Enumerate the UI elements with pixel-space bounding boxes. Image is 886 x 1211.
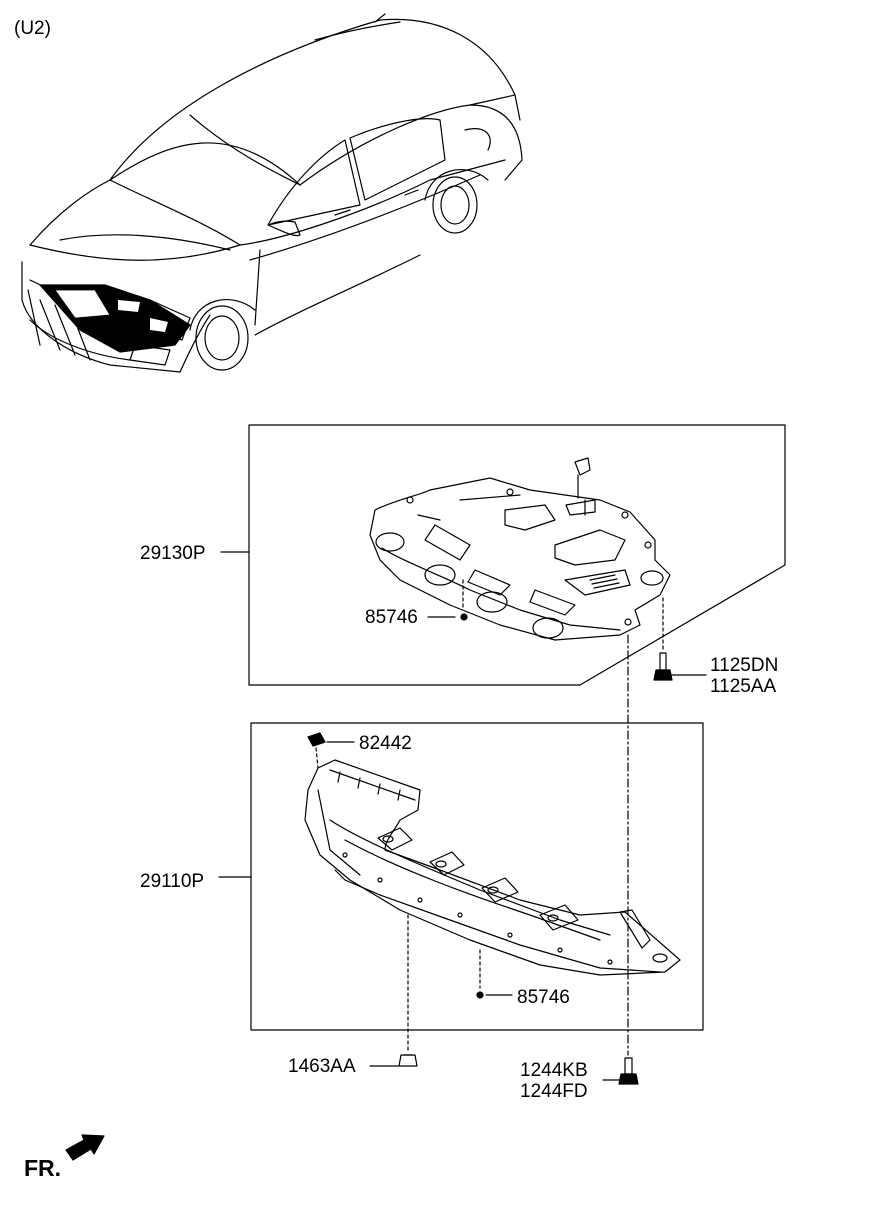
bolt-upper-mark bbox=[653, 652, 673, 681]
engine-cover-frame bbox=[248, 424, 786, 686]
callout-1463AA[interactable]: 1463AA bbox=[288, 1056, 356, 1077]
callout-29130P[interactable]: 29130P bbox=[140, 543, 206, 564]
car-illustration bbox=[21, 13, 523, 373]
clip-upper-mark bbox=[460, 613, 468, 621]
nut-mark bbox=[398, 1054, 418, 1067]
callout-1125DN[interactable]: 1125DN bbox=[710, 655, 779, 676]
callout-85746-upper[interactable]: 85746 bbox=[365, 607, 418, 628]
callout-1244FD[interactable]: 1244FD bbox=[520, 1081, 588, 1102]
front-cover-frame bbox=[250, 722, 704, 1031]
nut-clip-mark bbox=[307, 732, 326, 747]
front-under-cover bbox=[304, 759, 681, 976]
callout-1244KB[interactable]: 1244KB bbox=[520, 1060, 588, 1081]
front-direction-label: FR. bbox=[24, 1155, 62, 1181]
callout-82442[interactable]: 82442 bbox=[359, 733, 412, 754]
clip-lower-mark bbox=[476, 991, 484, 999]
front-cover-group bbox=[218, 722, 704, 1031]
engine-cover-group bbox=[220, 424, 786, 686]
callout-29110P[interactable]: 29110P bbox=[140, 871, 205, 892]
callout-85746-lower[interactable]: 85746 bbox=[517, 987, 570, 1008]
engine-under-cover bbox=[369, 457, 671, 641]
callout-1125AA[interactable]: 1125AA bbox=[710, 676, 777, 697]
bolt-lower-mark bbox=[618, 1057, 639, 1085]
front-direction-arrow bbox=[65, 1134, 105, 1161]
variant-label: (U2) bbox=[14, 18, 51, 39]
